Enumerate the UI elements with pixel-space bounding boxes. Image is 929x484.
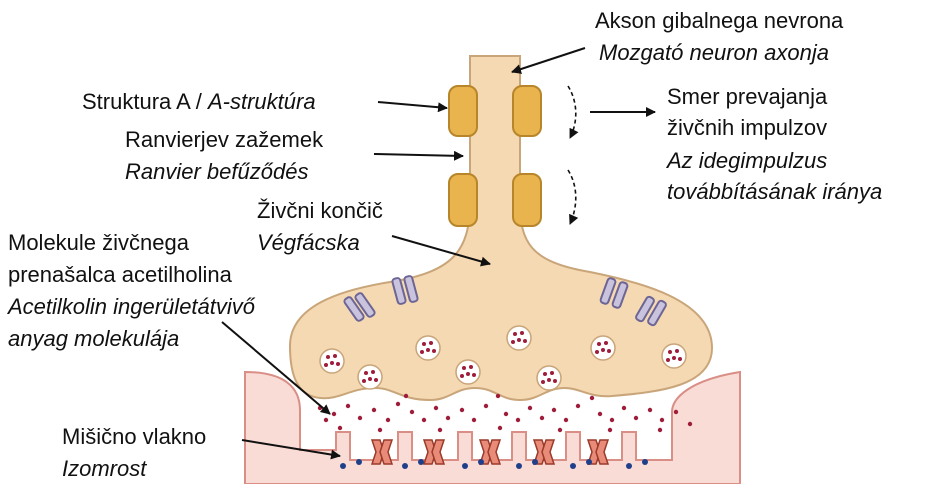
- structure-a-label-sl: Struktura A /: [82, 89, 202, 114]
- direction-label-sl-1: Smer prevajanja: [667, 84, 827, 110]
- terminal-label-hu: Végfácska: [257, 230, 360, 256]
- terminal-label-sl: Živčni končič: [257, 198, 383, 224]
- acetylcholine-label-sl-1: Molekule živčnega: [8, 230, 189, 256]
- acetylcholine-label-hu-1: Acetilkolin ingerületátvivő: [8, 294, 255, 320]
- acetylcholine-label-hu-2: anyag molekulája: [8, 326, 179, 352]
- ranvier-label-hu: Ranvier befűződés: [125, 159, 308, 185]
- impulse-direction-arrows: [568, 86, 576, 224]
- direction-label-hu-2: továbbításának iránya: [667, 179, 882, 205]
- structure-a-label: Struktura A / A-struktúra: [82, 89, 316, 115]
- muscle-label-sl: Mišično vlakno: [62, 424, 206, 450]
- acetylcholine-molecules: [318, 394, 692, 432]
- muscle-label-hu: Izomrost: [62, 456, 146, 482]
- axon-label-sl: Akson gibalnega nevrona: [595, 8, 843, 34]
- ranvier-label-sl: Ranvierjev zažemek: [125, 127, 323, 153]
- structure-a-label-hu: A-struktúra: [208, 89, 316, 114]
- direction-label-sl-2: živčnih impulzov: [667, 115, 827, 141]
- axon-and-nerve-terminal: [290, 56, 712, 400]
- axon-label-hu: Mozgató neuron axonja: [599, 40, 829, 66]
- acetylcholine-label-sl-2: prenašalca acetilholina: [8, 262, 232, 288]
- direction-label-hu-1: Az idegimpulzus: [667, 148, 827, 174]
